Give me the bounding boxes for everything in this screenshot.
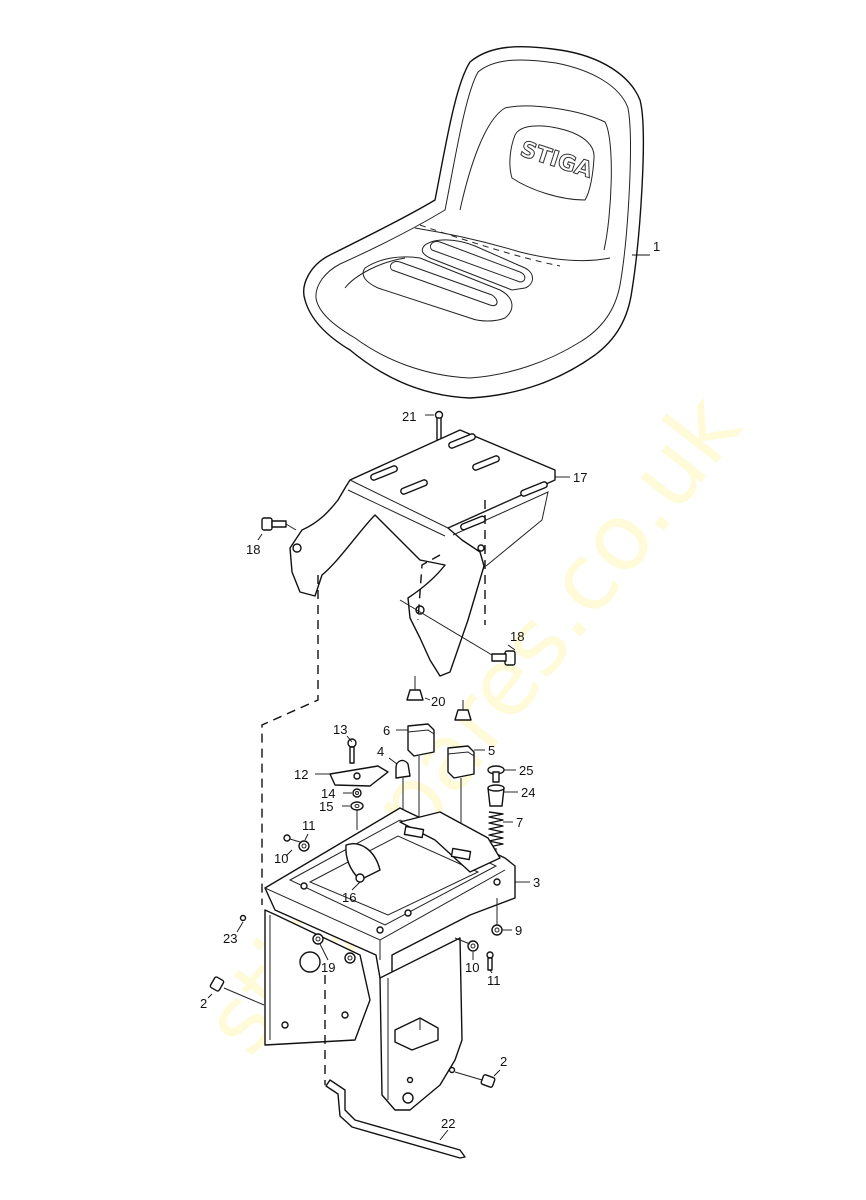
- collar-24: [487, 784, 505, 807]
- nut-10-right: [467, 940, 479, 952]
- callout-17: 17: [573, 470, 587, 485]
- callout-13: 13: [333, 722, 347, 737]
- callout-18-right: 18: [510, 629, 524, 644]
- callout-15: 15: [319, 799, 333, 814]
- bumper-4: [395, 759, 411, 779]
- callout-21: 21: [402, 409, 416, 424]
- callout-6: 6: [383, 723, 390, 738]
- switch-5: [447, 745, 475, 779]
- bolt-2-left: [209, 976, 265, 1006]
- callout-14: 14: [321, 786, 335, 801]
- screw-23: [239, 914, 247, 922]
- callout-4: 4: [377, 744, 384, 759]
- callout-23: 23: [223, 931, 237, 946]
- callout-16: 16: [342, 890, 356, 905]
- callout-3: 3: [533, 875, 540, 890]
- switch-6: [407, 723, 435, 757]
- bolt-18-right: [491, 650, 516, 666]
- plate-12: [329, 765, 389, 787]
- bushing-19-right: [344, 952, 356, 964]
- callout-20: 20: [431, 694, 445, 709]
- main-frame: [264, 807, 516, 979]
- screw-21: [434, 410, 444, 441]
- callout-10-right: 10: [465, 960, 479, 975]
- bushing-19-left: [312, 933, 324, 945]
- callout-22: 22: [441, 1116, 455, 1131]
- callout-25: 25: [519, 763, 533, 778]
- callout-2-right: 2: [500, 1054, 507, 1069]
- callout-12: 12: [294, 767, 308, 782]
- callout-19: 19: [321, 960, 335, 975]
- bolt-2-right: [454, 1071, 496, 1088]
- callout-11-left: 11: [302, 818, 316, 833]
- nut-9: [491, 924, 503, 936]
- knob-25: [487, 765, 505, 783]
- callout-10-left: 10: [274, 851, 288, 866]
- nut-11-left: [298, 840, 310, 852]
- rod-22: [325, 1079, 466, 1159]
- washer-15: [350, 801, 364, 811]
- screw-10-left: [283, 834, 301, 843]
- screw-11-right: [486, 951, 494, 971]
- lower-support: [264, 909, 463, 1111]
- callout-18-left: 18: [246, 542, 260, 557]
- callout-24: 24: [521, 785, 535, 800]
- callout-1: 1: [653, 239, 660, 254]
- callout-9: 9: [515, 923, 522, 938]
- plug-20-left: [406, 689, 424, 701]
- callout-5: 5: [488, 743, 495, 758]
- callout-7: 7: [516, 815, 523, 830]
- plug-20-right: [454, 709, 472, 721]
- screw-13: [347, 738, 357, 764]
- seat: STIGA: [303, 46, 645, 399]
- spring-7: [488, 811, 504, 848]
- callout-2-left: 2: [200, 996, 207, 1011]
- washer-14: [352, 788, 362, 798]
- bolt-18-left: [261, 517, 287, 531]
- callout-11-right: 11: [487, 973, 501, 988]
- seat-bracket: [289, 429, 556, 677]
